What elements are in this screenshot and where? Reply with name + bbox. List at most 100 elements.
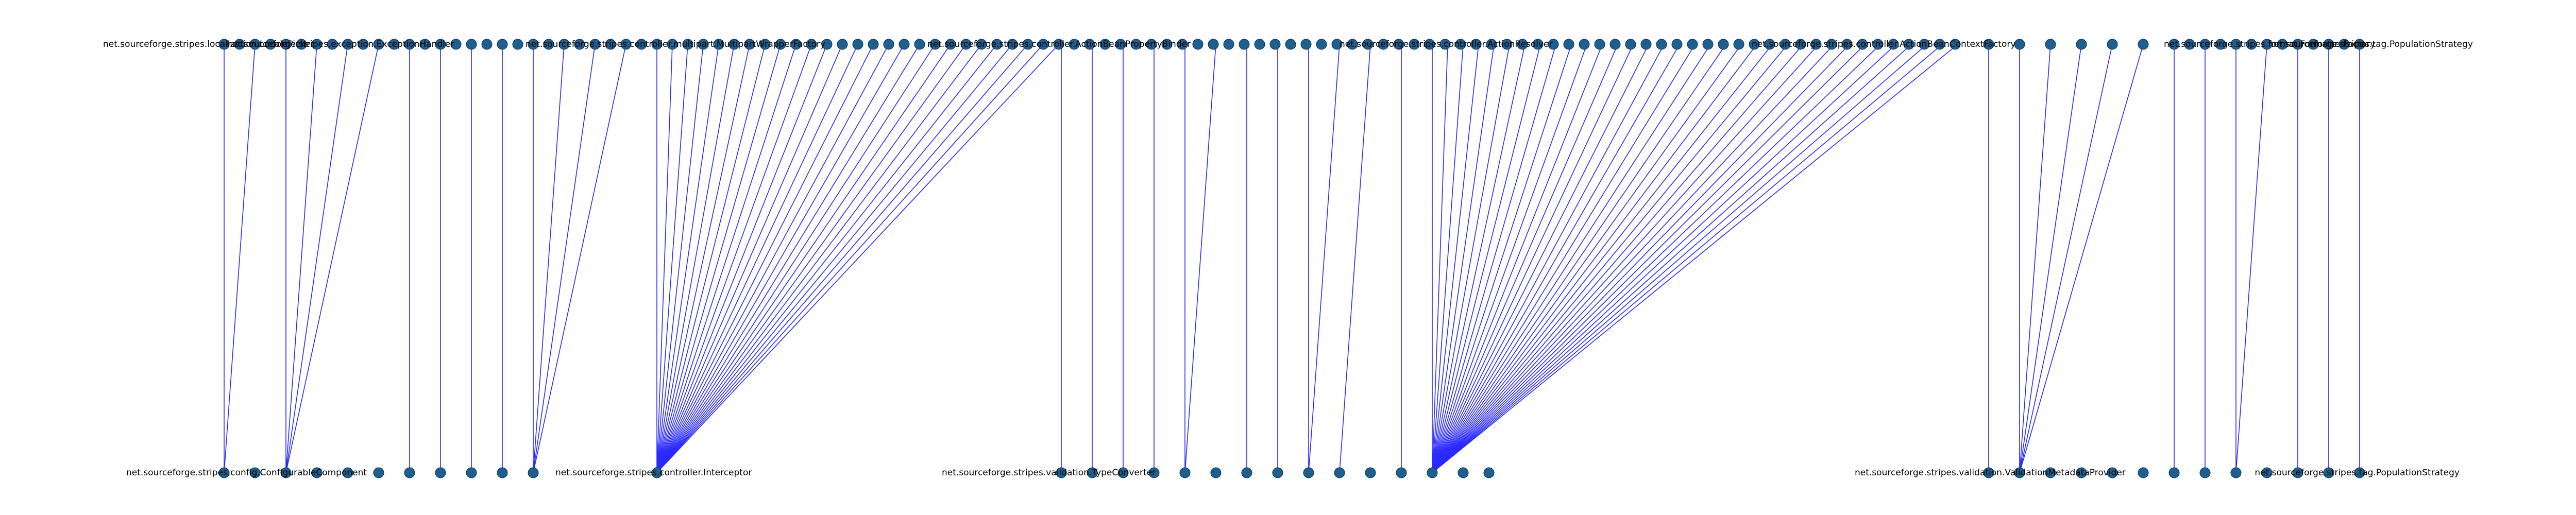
top-node — [775, 39, 786, 50]
top-node — [589, 39, 601, 50]
top-node — [1177, 39, 1188, 50]
dependency-edge — [656, 44, 766, 473]
top-node — [960, 39, 972, 50]
dependency-edge — [1432, 44, 1912, 473]
top-node — [1640, 39, 1652, 50]
top-node — [481, 39, 493, 50]
top-node — [2045, 39, 2056, 50]
top-node — [1486, 39, 1497, 50]
dependency-edge — [656, 44, 1013, 473]
top-node — [1424, 39, 1435, 50]
top-node — [605, 39, 616, 50]
bottom-node — [651, 467, 663, 478]
dependency-edge — [1432, 44, 1665, 473]
dependency-edge — [1432, 44, 1680, 473]
dependency-edge — [656, 44, 781, 473]
bottom-node — [1179, 467, 1191, 478]
top-node — [1687, 39, 1698, 50]
top-node — [1439, 39, 1451, 50]
dependency-edge — [656, 44, 827, 473]
dependency-edge — [1432, 44, 1850, 473]
top-node — [883, 39, 894, 50]
top-node — [1903, 39, 1914, 50]
dependency-edge — [656, 44, 812, 473]
top-node — [713, 39, 724, 50]
bottom-node — [1396, 467, 1407, 478]
bottom-node — [1334, 467, 1345, 478]
top-node — [1919, 39, 1930, 50]
dependency-edge — [1432, 44, 1773, 473]
dependency-edge — [224, 44, 256, 473]
dependency-edge — [1432, 44, 1804, 473]
dependency-edge — [656, 44, 719, 473]
bottom-node — [528, 467, 539, 478]
bottom-node — [1983, 467, 1994, 478]
top-node — [450, 39, 462, 50]
dependency-edge — [656, 44, 1059, 473]
dependency-edge — [1308, 44, 1340, 473]
dependency-edge — [656, 44, 997, 473]
dependency-edge — [1432, 44, 1881, 473]
dependency-edge — [1432, 44, 1757, 473]
bottom-node — [2168, 467, 2180, 478]
dependency-edge — [656, 44, 750, 473]
dependency-edge — [656, 44, 936, 473]
top-node — [1099, 39, 1111, 50]
bottom-node — [1427, 467, 1438, 478]
bottom-node — [1458, 467, 1469, 478]
bottom-node — [2354, 467, 2365, 478]
dependency-edge — [1432, 44, 1618, 473]
top-node — [1316, 39, 1327, 50]
dependency-edge — [1432, 44, 1603, 473]
dependency-edge — [656, 44, 704, 473]
top-node — [1409, 39, 1420, 50]
dependency-edge — [285, 44, 348, 473]
top-node-label: net.sourceforge.stripes.controller.multi… — [526, 39, 825, 49]
top-node — [497, 39, 508, 50]
bottom-node — [342, 467, 353, 478]
top-node — [2354, 39, 2365, 50]
top-node — [528, 39, 539, 50]
dependency-edge — [1432, 44, 1896, 473]
top-node — [1331, 39, 1343, 50]
top-node — [311, 39, 323, 50]
bottom-node — [1117, 467, 1129, 478]
top-node — [1455, 39, 1466, 50]
top-node — [1239, 39, 1250, 50]
dependency-edge — [656, 44, 951, 473]
top-node — [265, 39, 276, 50]
top-node — [1702, 39, 1714, 50]
bottom-node — [1272, 467, 1283, 478]
dependency-edge — [1432, 44, 1448, 473]
dependency-edge — [1432, 44, 1495, 473]
dependency-edge — [1432, 44, 1819, 473]
dependency-edge — [2019, 44, 2144, 473]
top-node — [373, 39, 384, 50]
bottom-node-label: net.sourceforge.stripes.controller.Inter… — [555, 468, 752, 478]
bottom-node — [2076, 467, 2087, 478]
top-node — [249, 39, 261, 50]
dependency-edge — [1432, 44, 1541, 473]
bottom-node — [280, 467, 292, 478]
top-node — [991, 39, 1003, 50]
bottom-node — [1087, 467, 1098, 478]
bottom-node-label: net.sourceforge.stripes.validation.Valid… — [1855, 468, 2126, 478]
top-node — [2014, 39, 2025, 50]
top-node — [2184, 39, 2195, 50]
dependency-edge — [656, 44, 889, 473]
dependency-edge — [2235, 44, 2267, 473]
top-node — [234, 39, 245, 50]
bottom-node-label: net.sourceforge.stripes.tag.PopulationSt… — [2255, 468, 2460, 478]
top-node — [1563, 39, 1574, 50]
bottom-node — [2230, 467, 2242, 478]
dependency-edge — [533, 44, 565, 473]
top-node — [899, 39, 910, 50]
dependency-edge — [2019, 44, 2082, 473]
dependency-edge — [2019, 44, 2113, 473]
top-node — [2323, 39, 2334, 50]
top-node — [1269, 39, 1281, 50]
dependency-edge — [656, 44, 673, 473]
top-node — [1950, 39, 1961, 50]
bottom-node — [466, 467, 477, 478]
